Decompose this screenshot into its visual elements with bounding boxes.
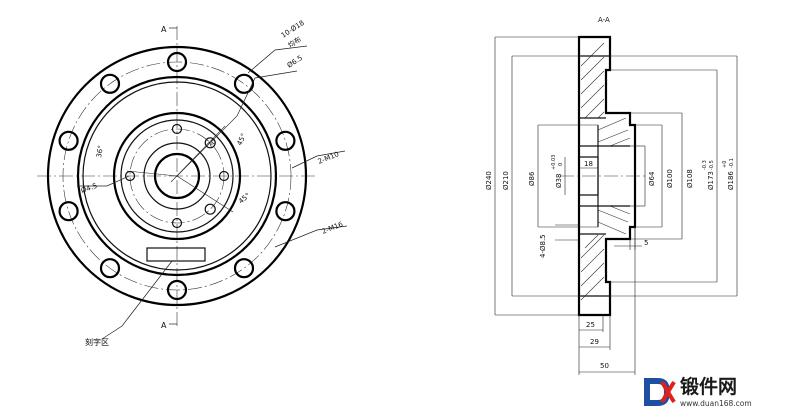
bolt-hole [58, 130, 79, 151]
front-view: A A 10-Ø18 均布 Ø6.5 2-M10 2-M16 Ø4.5 36° … [37, 19, 348, 347]
bolt-hole [166, 51, 188, 73]
logo-mark-icon [644, 378, 676, 406]
leader-m10 [291, 150, 346, 169]
small-hole [171, 217, 183, 229]
bolt-hole [233, 258, 255, 279]
dim-phi64: Ø64 [648, 171, 656, 186]
callout-45deg-lower: 45° [237, 191, 252, 205]
dim-phi108: Ø108 [686, 169, 694, 188]
dim-phi186-tol-dn: -0.1 [729, 158, 735, 168]
dim-phi186-tol-up: +0 [722, 161, 728, 168]
dim-phi38-tol-up: +0.03 [551, 155, 557, 170]
bore-circle [153, 152, 201, 200]
dim-phi86: Ø86 [528, 171, 536, 186]
leader-phi6-5 [236, 70, 298, 117]
engrave-area-box [146, 247, 206, 262]
dim-phi38-tol-dn: 0 [558, 163, 564, 166]
angle-line-45-lower [176, 175, 234, 213]
dim-5: 5 [644, 239, 648, 247]
callout-m10: 2-M10 [317, 150, 340, 166]
leader-bolt-holes [247, 45, 308, 74]
callout-45deg-upper: 45° [236, 132, 249, 147]
bolt-holes [58, 51, 296, 301]
dim-phi186: Ø186 [727, 171, 735, 190]
watermark-logo: 锻件网 www.duan168.com [644, 375, 752, 408]
leader-phi4-5 [77, 175, 130, 187]
callout-70: 70 [206, 138, 218, 150]
small-hole-circle [129, 128, 225, 224]
dim-4-phi8-5: 4-Ø8.5 [539, 234, 547, 258]
dimension-70-line [170, 125, 226, 183]
bolt-hole [275, 130, 296, 151]
bolt-circle [62, 61, 292, 291]
brand-name: 锻件网 [680, 375, 737, 398]
hub-step-circle [120, 119, 234, 233]
hub-outer-circle [112, 111, 242, 241]
threaded-hole [204, 137, 216, 149]
bore-outer-circle [143, 142, 211, 210]
section-view: A-A [485, 16, 738, 375]
callout-36deg: 36° [95, 145, 105, 159]
leader-engrave [101, 260, 173, 340]
dim-phi173-tol-dn: -0.5 [709, 160, 715, 170]
bolt-hole [166, 279, 188, 301]
section-hatching [580, 42, 631, 301]
callout-m16: 2-M16 [321, 220, 345, 236]
callout-bolt-holes-note: 均布 [286, 35, 303, 50]
threaded-hole [204, 203, 216, 215]
callout-bolt-holes: 10-Ø18 [280, 19, 306, 40]
callout-phi6-5: Ø6.5 [286, 54, 304, 70]
dim-phi210: Ø210 [502, 171, 510, 190]
section-label-a-top: A [161, 25, 167, 34]
dim-phi173: Ø173 [707, 171, 715, 190]
bolt-hole [233, 73, 255, 94]
brand-url: www.duan168.com [680, 399, 752, 408]
dim-50: 50 [600, 362, 609, 370]
length-dimensions [578, 227, 636, 375]
angle-line-lower-left [126, 170, 178, 177]
section-title: A-A [598, 16, 610, 24]
bolt-hole [275, 201, 296, 222]
outer-flange-circle [46, 45, 308, 307]
diameter-dimensions [494, 36, 738, 316]
dim-phi38: Ø38 [555, 174, 563, 188]
callout-phi4-5: Ø4.5 [80, 182, 98, 195]
angle-line-45-upper [176, 115, 238, 177]
small-hole [218, 170, 230, 182]
small-hole [171, 123, 183, 135]
bolt-hole [58, 201, 79, 222]
dim-25: 25 [586, 321, 595, 329]
bolt-hole [99, 73, 121, 94]
dim-phi173-tol-up: -0.3 [702, 160, 708, 170]
dim-phi240: Ø240 [485, 171, 493, 190]
dim-phi100: Ø100 [666, 169, 674, 188]
callout-engrave-area: 刻字区 [85, 337, 109, 347]
bolt-hole [99, 258, 121, 279]
dim-29: 29 [590, 338, 599, 346]
flange-inner-circle [82, 81, 272, 271]
dim-18: 18 [584, 160, 593, 168]
leader-m16 [274, 225, 348, 248]
flange-step-circle [76, 75, 278, 277]
section-label-a-bottom: A [161, 321, 167, 330]
